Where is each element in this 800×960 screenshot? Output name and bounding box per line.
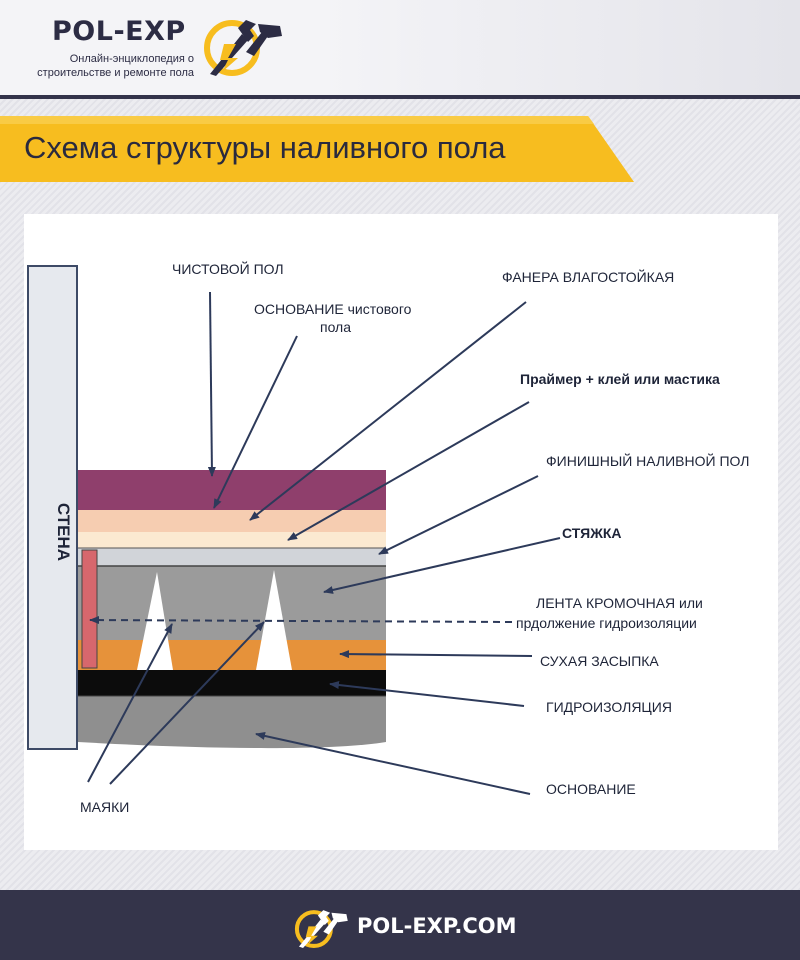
layer-self-leveling (78, 548, 386, 566)
beacon-1 (137, 572, 173, 670)
diagram-panel: СТЕНА ЧИСТОВОЙ ПОЛ ОСНОВ (24, 214, 778, 850)
label-base: ОСНОВАНИЕ (546, 781, 636, 797)
title-banner (0, 116, 634, 182)
floor-structure-diagram: СТЕНА ЧИСТОВОЙ ПОЛ ОСНОВ (27, 260, 749, 815)
label-finish-base-line2: пола (320, 319, 351, 335)
leader-screed (323, 537, 561, 594)
wrench-hammer-logo-icon[interactable] (202, 14, 286, 76)
leader-dry-fill (339, 650, 533, 659)
footer-site-link[interactable]: POL-EXP.COM (357, 914, 517, 938)
wall (27, 265, 78, 750)
leader-beacon-2 (109, 621, 265, 785)
label-primer: Праймер + клей или мастика (520, 371, 720, 387)
layer-plywood (78, 532, 386, 548)
leader-finish-base (213, 335, 298, 509)
layer-base (78, 696, 386, 749)
leader-self-leveling (378, 475, 539, 555)
label-plywood: ФАНЕРА ВЛАГОСТОЙКАЯ (502, 268, 674, 285)
leader-waterproofing (329, 681, 525, 707)
page-title: Схема структуры наливного пола (24, 130, 506, 165)
tagline-line-2: строительстве и ремонте пола (37, 67, 194, 79)
edge-tape-leader (89, 616, 513, 625)
label-edge-tape-line1: ЛЕНТА КРОМОЧНАЯ или (536, 595, 703, 611)
label-finish-floor: ЧИСТОВОЙ ПОЛ (172, 260, 284, 277)
label-edge-tape-line2: прдолжение гидроизоляции (516, 615, 697, 631)
label-screed: СТЯЖКА (562, 525, 622, 541)
leader-finish-floor (207, 291, 216, 477)
label-dry-fill: СУХАЯ ЗАСЫПКА (540, 653, 659, 669)
leader-primer (287, 401, 530, 541)
layer-finish-base (78, 510, 386, 532)
beacon-2 (256, 570, 292, 670)
label-waterproofing: ГИДРОИЗОЛЯЦИЯ (546, 699, 672, 715)
leader-beacon-1 (87, 623, 173, 783)
edge-tape (81, 549, 98, 669)
site-logo-text[interactable]: POL-EXP (52, 16, 186, 47)
footer-logo-icon[interactable] (292, 906, 352, 948)
site-tagline: Онлайн-энциклопедия о строительстве и ре… (34, 52, 194, 80)
layer-screed (78, 566, 386, 640)
tagline-line-1: Онлайн-энциклопедия о (69, 53, 194, 65)
label-beacons: МАЯКИ (80, 799, 129, 815)
layer-finish-floor (78, 470, 386, 510)
label-finish-base-line1: ОСНОВАНИЕ чистового (254, 301, 412, 317)
site-header (0, 0, 800, 95)
wall-label: СТЕНА (54, 503, 73, 561)
header-divider (0, 95, 800, 99)
layer-waterproofing (78, 670, 386, 696)
label-self-leveling: ФИНИШНЫЙ НАЛИВНОЙ ПОЛ (546, 452, 749, 469)
site-footer (0, 890, 800, 960)
leader-base (255, 732, 531, 795)
leader-plywood (249, 301, 527, 521)
